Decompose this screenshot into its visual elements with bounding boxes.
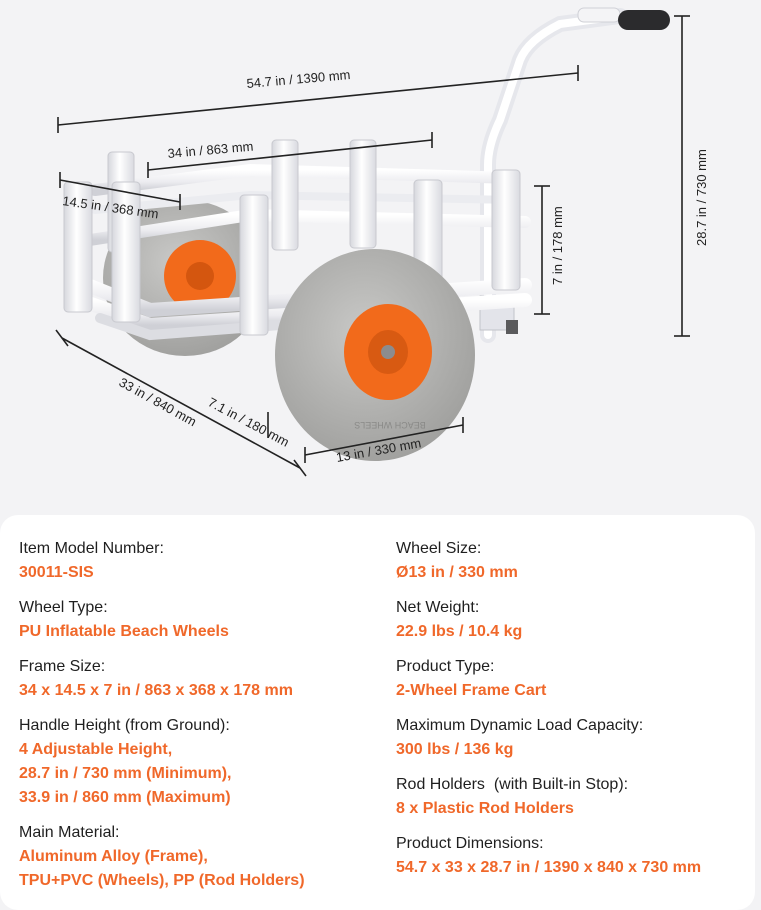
spec-value: TPU+PVC (Wheels), PP (Rod Holders) <box>19 872 305 889</box>
spec-handle-height: Handle Height (from Ground): 4 Adjustabl… <box>19 714 379 810</box>
spec-wheel-type: Wheel Type: PU Inflatable Beach Wheels <box>19 596 379 644</box>
spec-product-type: Product Type: 2-Wheel Frame Cart <box>396 655 752 703</box>
wheel-print: BEACH WHEELS <box>354 420 426 430</box>
spec-label: Item Model Number: <box>19 540 164 557</box>
spec-rod-holders: Rod Holders (with Built-in Stop): 8 x Pl… <box>396 773 752 821</box>
dim-length-overall: 54.7 in / 1390 mm <box>246 67 351 91</box>
spec-wheel-size: Wheel Size: Ø13 in / 330 mm <box>396 537 752 585</box>
specs-right-column: Wheel Size: Ø13 in / 330 mm Net Weight: … <box>396 537 752 891</box>
spec-label: Wheel Size: <box>396 540 482 557</box>
spec-value: 30011-SIS <box>19 564 94 581</box>
spec-value: 34 x 14.5 x 7 in / 863 x 368 x 178 mm <box>19 682 293 699</box>
product-diagram: BEACH WHEELS 54.7 in / 1390 mm 34 in / 8… <box>55 7 709 477</box>
dim-depth-overall: 33 in / 840 mm <box>117 375 199 430</box>
spec-label: Product Type: <box>396 658 495 675</box>
spec-main-material: Main Material: Aluminum Alloy (Frame), T… <box>19 821 379 893</box>
spec-value: PU Inflatable Beach Wheels <box>19 623 229 640</box>
spec-value: 33.9 in / 860 mm (Maximum) <box>19 789 231 806</box>
specs-left-column: Item Model Number: 30011-SIS Wheel Type:… <box>19 537 379 904</box>
spec-label: Main Material: <box>19 824 120 841</box>
spec-value: 4 Adjustable Height, <box>19 741 173 758</box>
spec-value: Ø13 in / 330 mm <box>396 564 518 581</box>
spec-frame-size: Frame Size: 34 x 14.5 x 7 in / 863 x 368… <box>19 655 379 703</box>
spec-label: Maximum Dynamic Load Capacity: <box>396 717 644 734</box>
front-wheel: BEACH WHEELS <box>275 249 475 461</box>
specs-panel: Item Model Number: 30011-SIS Wheel Type:… <box>0 515 755 910</box>
spec-model-number: Item Model Number: 30011-SIS <box>19 537 379 585</box>
spec-value: 2-Wheel Frame Cart <box>396 682 547 699</box>
spec-value: 22.9 lbs / 10.4 kg <box>396 623 523 640</box>
beach-cart-illustration: BEACH WHEELS <box>63 7 670 461</box>
dim-wheel-width: 7.1 in / 180 mm <box>206 394 292 449</box>
spec-value: Aluminum Alloy (Frame), <box>19 848 208 865</box>
spec-value: 54.7 x 33 x 28.7 in / 1390 x 840 x 730 m… <box>396 859 702 876</box>
spec-label: Net Weight: <box>396 599 480 616</box>
spec-label: Wheel Type: <box>19 599 108 616</box>
dim-frame-height: 7 in / 178 mm <box>550 206 565 285</box>
spec-product-dimensions: Product Dimensions: 54.7 x 33 x 28.7 in … <box>396 832 752 880</box>
spec-value: 8 x Plastic Rod Holders <box>396 800 574 817</box>
dim-frame-length: 34 in / 863 mm <box>167 139 254 161</box>
spec-label: Handle Height (from Ground): <box>19 717 230 734</box>
spec-value: 300 lbs / 136 kg <box>396 741 514 758</box>
spec-load-capacity: Maximum Dynamic Load Capacity: 300 lbs /… <box>396 714 752 762</box>
dim-handle-height: 28.7 in / 730 mm <box>694 149 709 246</box>
spec-net-weight: Net Weight: 22.9 lbs / 10.4 kg <box>396 596 752 644</box>
spec-value: 28.7 in / 730 mm (Minimum), <box>19 765 232 782</box>
dimension-lines <box>55 15 690 477</box>
spec-label: Frame Size: <box>19 658 106 675</box>
spec-label: Rod Holders (with Built-in Stop): <box>396 776 629 793</box>
spec-label: Product Dimensions: <box>396 835 544 852</box>
